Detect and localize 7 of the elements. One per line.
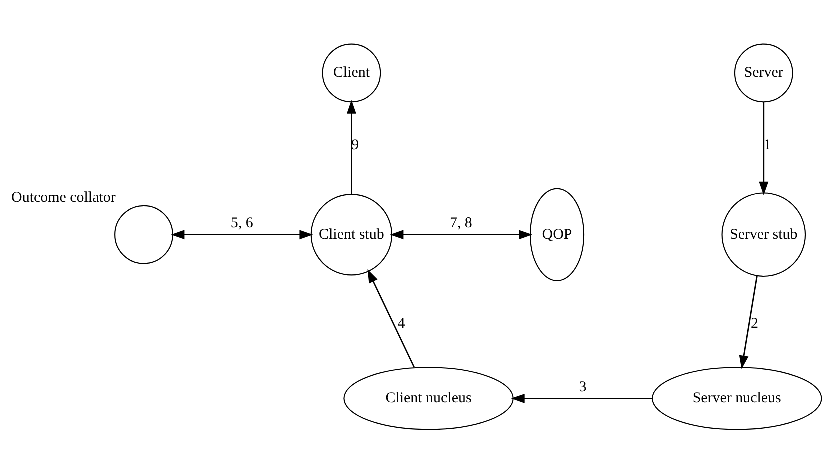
edge-label: 1 [764, 137, 772, 154]
edge-label: 3 [579, 379, 587, 396]
edge-label: 2 [751, 316, 759, 332]
edge-label: 5, 6 [230, 216, 254, 232]
edge-label: 7, 8 [450, 216, 472, 232]
edge-label: 4 [398, 316, 406, 332]
node-label: Outcome collator [12, 190, 116, 206]
